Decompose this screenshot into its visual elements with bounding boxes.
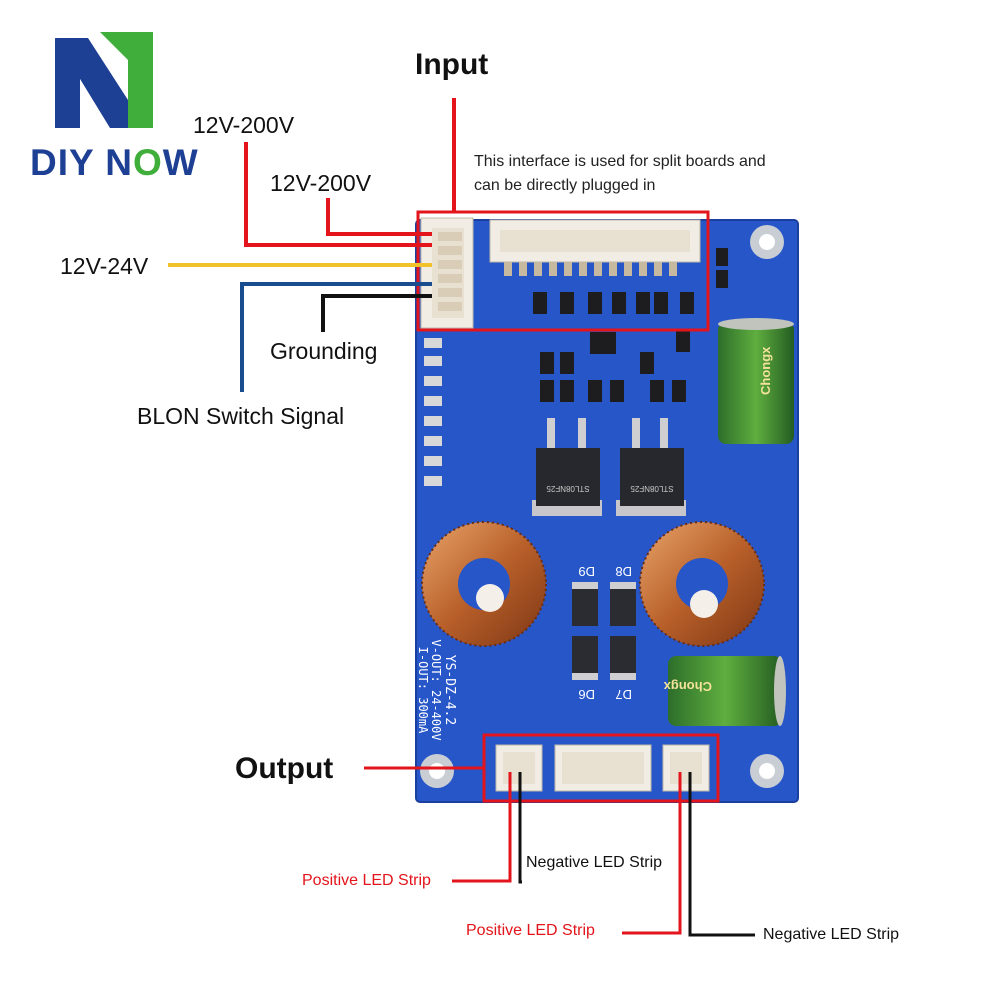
mosfet-q101: STL08NF25 xyxy=(532,418,602,516)
silkscreen-vout: V-OUT: 24-400V xyxy=(429,639,443,740)
wire-12v-200v-a xyxy=(244,142,432,247)
pcb-board: STL08NF25 STL08NF25 Chongx Chongx xyxy=(415,217,799,803)
input-title: Input xyxy=(415,48,489,81)
diode-d9 xyxy=(572,582,598,626)
logo-text-right: W xyxy=(162,142,199,183)
mounting-hole-bottom-left xyxy=(420,754,454,788)
capacitor-ce1-brand: Chongx xyxy=(758,346,773,395)
logo-mark-diagonal xyxy=(55,38,128,128)
wire-grounding xyxy=(321,294,432,332)
silkscreen-model: YS-DZ-4.2 xyxy=(442,655,457,725)
mounting-hole-top-right xyxy=(750,225,784,259)
label-12v-24v: 12V-24V xyxy=(60,253,149,279)
left-jumper-column xyxy=(424,338,442,486)
inductor-right xyxy=(639,521,765,647)
label-positive-led-strip-2: Positive LED Strip xyxy=(466,922,595,939)
mosfet-q102: STL08NF25 xyxy=(616,418,686,516)
output-connector-con2 xyxy=(662,744,710,792)
logo-text: DIY NOW xyxy=(30,142,199,184)
wire-positive-led-strip-1 xyxy=(452,772,512,883)
input-note: This interface is used for split boards … xyxy=(474,153,766,194)
diode-d7-label: D7 xyxy=(615,687,632,702)
output-wires xyxy=(364,766,755,937)
label-positive-led-strip-1: Positive LED Strip xyxy=(302,872,431,889)
diode-d8-label: D8 xyxy=(615,564,632,579)
diode-d6-label: D6 xyxy=(578,687,595,702)
diode-d8 xyxy=(610,582,636,626)
capacitor-ce1: Chongx xyxy=(718,318,794,444)
wire-negative-led-strip-1 xyxy=(518,772,522,884)
mosfet-q101-marking: STL08NF25 xyxy=(546,484,590,493)
wire-blon-switch-signal xyxy=(240,282,432,392)
label-negative-led-strip-2: Negative LED Strip xyxy=(763,926,900,943)
logo-text-left: DIY N xyxy=(30,142,134,183)
output-connector-con3 xyxy=(554,744,652,792)
output-title: Output xyxy=(235,752,334,785)
diode-d6 xyxy=(572,636,598,680)
input-connector-6pin xyxy=(420,217,474,329)
label-blon-switch-signal: BLON Switch Signal xyxy=(137,403,345,429)
capacitor-ce2: Chongx xyxy=(663,656,786,726)
logo-mark-right xyxy=(100,32,153,128)
input-connector-12pin xyxy=(489,219,701,276)
inductor-left xyxy=(421,521,547,647)
input-highlight-frame xyxy=(416,210,710,332)
wire-positive-led-strip-2 xyxy=(622,772,682,935)
diode-d9-label: D9 xyxy=(578,564,595,579)
label-12v-200v-a: 12V-200V xyxy=(193,112,295,138)
input-wires xyxy=(168,98,456,392)
label-negative-led-strip-1: Negative LED Strip xyxy=(526,854,663,871)
smd-components xyxy=(533,248,728,402)
label-12v-200v-b: 12V-200V xyxy=(270,170,372,196)
logo-mark-left xyxy=(55,38,80,128)
label-grounding: Grounding xyxy=(270,338,378,364)
logo xyxy=(55,32,153,128)
mounting-hole-bottom-right xyxy=(750,754,784,788)
silkscreen-iout: I-OUT: 300mA xyxy=(416,647,430,734)
diode-d7 xyxy=(610,636,636,680)
wire-negative-led-strip-2 xyxy=(688,772,755,937)
mosfet-q102-marking: STL08NF25 xyxy=(630,484,674,493)
logo-text-o: O xyxy=(133,142,163,183)
capacitor-ce2-brand: Chongx xyxy=(663,679,712,694)
wire-12v-200v-b xyxy=(326,198,432,236)
